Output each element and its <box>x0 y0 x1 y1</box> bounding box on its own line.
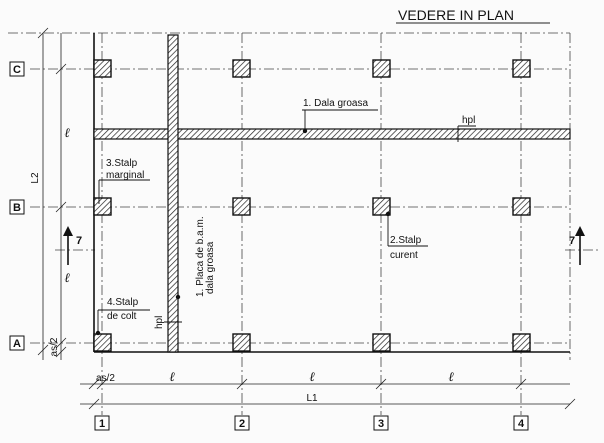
tick-ell-C <box>55 63 67 75</box>
label-placa-1: 1. Placa de b.a.m. <box>195 216 206 297</box>
label-hpl-top: hpl <box>462 115 475 126</box>
tick-L1-end <box>564 398 576 410</box>
label-placa-2: dala groasa <box>205 241 216 294</box>
label-stalp-marginal-1: 3.Stalp <box>106 158 138 169</box>
tick-L2-bottom <box>37 344 49 356</box>
leader-dots <box>95 128 391 336</box>
columns <box>93 59 531 352</box>
axis-label-A: A <box>13 338 21 350</box>
label-stalp-colt-2: de colt <box>107 311 137 322</box>
axis-bubble-A <box>9 335 25 351</box>
column-C4 <box>512 59 531 78</box>
tick-col-3 <box>375 378 387 390</box>
label-dala-groasa: 1. Dala groasa <box>303 98 368 109</box>
section-arrow-head-right <box>575 226 585 236</box>
axis-bubble-C <box>9 61 25 77</box>
label-stalp-curent-2: curent <box>390 250 418 261</box>
axis-label-B: B <box>13 202 21 214</box>
axis-label-3: 3 <box>378 418 384 430</box>
tick-ell-edge <box>55 346 67 358</box>
grid-lines <box>8 32 600 415</box>
section-label-right: 7 <box>569 235 575 247</box>
column-B2 <box>232 197 251 216</box>
tick-col-4 <box>515 378 527 390</box>
tick-col-2 <box>236 378 248 390</box>
dim-label-ell-upper: ℓ <box>64 125 70 140</box>
section-marker-right <box>575 226 585 265</box>
vertical-dimensions <box>37 27 67 360</box>
axis-bubble-4 <box>513 415 529 431</box>
dim-label-ell-lower: ℓ <box>64 270 70 285</box>
section-label-left: 7 <box>76 235 82 247</box>
axis-bubble-2 <box>234 415 250 431</box>
tick-ell-A <box>55 337 67 349</box>
label-stalp-colt-1: 4.Stalp <box>107 297 139 308</box>
axis-label-C: C <box>13 64 21 76</box>
dim-label-L2: L2 <box>30 172 41 184</box>
horizontal-dimensions <box>80 378 576 410</box>
column-B3 <box>372 197 391 216</box>
column-axis-bubbles: 1 2 3 4 <box>94 415 529 431</box>
column-A2 <box>232 333 251 352</box>
tick-L2-top <box>37 27 49 39</box>
dim-label-as2-horizontal: as/2 <box>96 373 115 384</box>
column-A4 <box>512 333 531 352</box>
dim-label-ell-span-3: ℓ <box>448 369 454 384</box>
dim-label-as2-vertical: as/2 <box>49 337 60 356</box>
row-axis-bubbles: C B A <box>9 61 25 351</box>
section-marker-left <box>63 226 73 265</box>
axis-label-2: 2 <box>239 418 245 430</box>
leader-dot-dala <box>302 128 308 134</box>
thick-beam-vertical <box>167 34 179 353</box>
tick-ell-B <box>55 201 67 213</box>
leader-lines <box>97 109 476 333</box>
dim-label-L1: L1 <box>306 393 318 404</box>
dim-label-ell-span-1: ℓ <box>169 369 175 384</box>
drawing-title: VEDERE IN PLAN <box>398 7 514 23</box>
axis-bubble-3 <box>373 415 389 431</box>
label-stalp-curent-1: 2.Stalp <box>390 235 422 246</box>
leader-dot-placa <box>175 294 181 300</box>
tick-col-1 <box>96 378 108 390</box>
label-stalp-marginal-2: marginal <box>106 170 144 181</box>
dim-label-ell-span-2: ℓ <box>309 369 315 384</box>
thick-beam-horizontal <box>93 128 571 140</box>
label-hpl-left: hpl <box>154 316 165 329</box>
column-C2 <box>232 59 251 78</box>
column-C1 <box>93 59 112 78</box>
column-C3 <box>372 59 391 78</box>
leader-dot-colt <box>95 330 101 336</box>
tick-edge <box>88 378 100 390</box>
section-arrow-head-left <box>63 226 73 236</box>
column-A1 <box>93 333 112 352</box>
axis-label-1: 1 <box>99 418 105 430</box>
column-B1 <box>93 197 112 216</box>
axis-bubble-B <box>9 199 25 215</box>
column-A3 <box>372 333 391 352</box>
tick-L1-start <box>88 398 100 410</box>
axis-label-4: 4 <box>518 418 525 430</box>
axis-bubble-1 <box>94 415 110 431</box>
leader-dot-curent <box>385 211 391 217</box>
column-B4 <box>512 197 531 216</box>
